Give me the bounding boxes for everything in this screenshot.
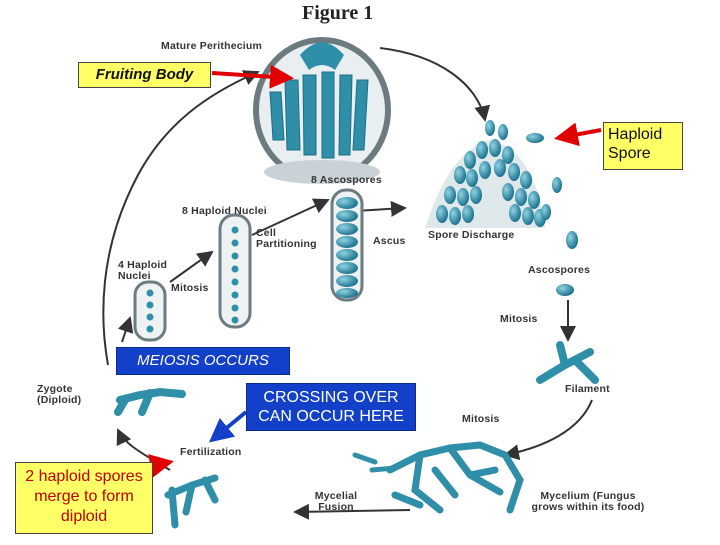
label-ascospores: Ascospores (528, 264, 591, 276)
label-mitosis-top: Mitosis (171, 282, 209, 294)
label-8-haploid-nuclei: 8 Haploid Nuclei (182, 205, 267, 217)
cycle-arrows (102, 47, 593, 520)
label-spore-discharge: Spore Discharge (428, 229, 515, 241)
label-zygote: Zygote (Diploid) (37, 383, 82, 407)
label-filament: Filament (565, 383, 610, 395)
callout-haploid-merge: 2 haploid spores merge to form diploid (15, 462, 153, 534)
callout-haploid-spore: Haploid Spore (603, 122, 683, 170)
label-mature-perithecium: Mature Perithecium (161, 40, 263, 52)
callout-fruiting-body: Fruiting Body (78, 62, 211, 88)
label-mycelial-fusion: Mycelial Fusion (314, 490, 358, 514)
ascus-illustrations (133, 188, 364, 342)
label-8-ascospores: 8 Ascospores (311, 174, 382, 186)
spore-discharge-illustration (425, 120, 578, 296)
label-ascus: Ascus (373, 235, 406, 247)
callout-meiosis-occurs: MEIOSIS OCCURS (116, 347, 290, 375)
label-mitosis-right: Mitosis (500, 313, 538, 325)
perithecium-illustration (253, 37, 391, 184)
label-mycelium: Mycelium (Fungus grows within its food) (531, 490, 645, 514)
label-fertilization: Fertilization (180, 446, 242, 458)
label-4-haploid-nuclei: 4 Haploid Nuclei (118, 259, 168, 283)
label-cell-partitioning: Cell Partitioning (256, 227, 317, 251)
mycelium-illustrations (114, 341, 599, 529)
callout-crossing-over: CROSSING OVER CAN OCCUR HERE (246, 383, 416, 431)
figure-title: Figure 1 (302, 2, 374, 24)
label-mitosis-bottom: Mitosis (462, 413, 500, 425)
blue-arrow (208, 410, 248, 443)
